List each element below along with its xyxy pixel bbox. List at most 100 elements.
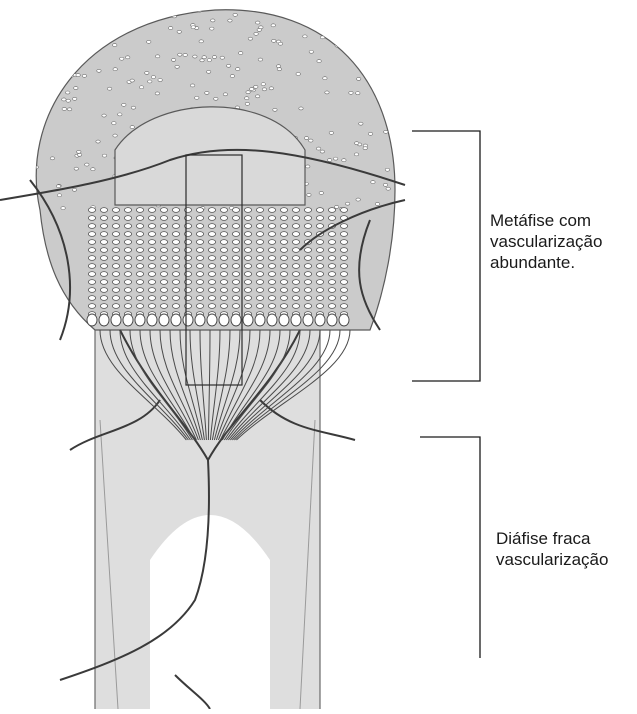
growth-plate-cell — [208, 248, 215, 253]
growth-plate-cell — [328, 288, 335, 293]
growth-plate-cell — [304, 264, 311, 269]
chondrocyte — [354, 153, 358, 156]
growth-plate-cell — [256, 272, 263, 277]
growth-plate-cell — [244, 280, 251, 285]
growth-plate-cell — [292, 304, 299, 309]
growth-plate-cell — [160, 240, 167, 245]
growth-plate-cell — [316, 216, 323, 221]
growth-plate-cell — [316, 264, 323, 269]
chondrocyte — [334, 205, 338, 208]
growth-plate-cell — [124, 208, 131, 213]
chondrocyte — [59, 41, 63, 44]
chondrocyte — [66, 99, 70, 102]
growth-plate-cell — [208, 272, 215, 277]
chondrocyte — [257, 28, 261, 31]
growth-plate-cell — [304, 272, 311, 277]
growth-plate-cell — [340, 240, 347, 245]
growth-plate-cell — [124, 256, 131, 261]
growth-plate-cell — [268, 280, 275, 285]
chondrocyte — [372, 54, 376, 57]
growth-plate-cell — [340, 232, 347, 237]
growth-plate-cell — [208, 232, 215, 237]
growth-plate-cell — [304, 224, 311, 229]
chondrocyte — [126, 56, 130, 59]
growth-plate-cell — [244, 256, 251, 261]
growth-plate-cell — [292, 272, 299, 277]
chondrocyte — [345, 202, 349, 205]
growth-plate-cell — [256, 288, 263, 293]
metaphysis-label-line-1: Metáfise com — [490, 210, 602, 231]
growth-plate-cell — [244, 216, 251, 221]
growth-plate-cell — [148, 296, 155, 301]
chondrocyte — [72, 97, 76, 100]
chondrocyte — [254, 32, 258, 35]
growth-plate-cell — [208, 280, 215, 285]
growth-plate-cell — [172, 264, 179, 269]
growth-plate-cell — [244, 264, 251, 269]
chondrocyte — [333, 157, 337, 160]
growth-plate-cell — [88, 248, 95, 253]
growth-plate-cell — [196, 224, 203, 229]
hypertrophic-cell — [303, 314, 313, 326]
growth-plate-cell — [88, 280, 95, 285]
growth-plate-cell — [112, 216, 119, 221]
chondrocyte — [60, 37, 64, 40]
chondrocyte — [356, 198, 360, 201]
chondrocyte — [207, 59, 211, 62]
chondrocyte — [122, 103, 126, 106]
growth-plate-cell — [136, 288, 143, 293]
growth-plate-cell — [232, 248, 239, 253]
chondrocyte — [303, 35, 307, 38]
chondrocyte — [379, 69, 383, 72]
chondrocyte — [66, 91, 70, 94]
growth-plate-cell — [340, 248, 347, 253]
growth-plate-cell — [88, 296, 95, 301]
chondrocyte — [256, 21, 260, 24]
growth-plate-cell — [124, 216, 131, 221]
growth-plate-cell — [112, 240, 119, 245]
chondrocyte — [273, 108, 277, 111]
hypertrophic-cell — [207, 314, 217, 326]
growth-plate-cell — [268, 208, 275, 213]
growth-plate-cell — [148, 304, 155, 309]
growth-plate-cell — [148, 264, 155, 269]
growth-plate-cell — [340, 296, 347, 301]
growth-plate-cell — [88, 240, 95, 245]
growth-plate-cell — [232, 288, 239, 293]
chondrocyte — [258, 58, 262, 61]
chondrocyte — [368, 132, 372, 135]
growth-plate-cell — [172, 256, 179, 261]
growth-plate-cell — [220, 240, 227, 245]
chondrocyte — [47, 82, 51, 85]
growth-plate-cell — [196, 288, 203, 293]
growth-plate-cell — [328, 264, 335, 269]
chondrocyte — [62, 98, 66, 101]
growth-plate-cell — [232, 216, 239, 221]
chondrocyte — [147, 40, 151, 43]
growth-plate-cell — [316, 272, 323, 277]
chondrocyte — [52, 80, 56, 83]
chondrocyte — [77, 11, 81, 14]
chondrocyte — [33, 58, 37, 61]
chondrocyte — [230, 75, 234, 78]
growth-plate-cell — [220, 280, 227, 285]
chondrocyte — [371, 181, 375, 184]
growth-plate-cell — [220, 296, 227, 301]
growth-plate-cell — [220, 264, 227, 269]
chondrocyte — [96, 140, 100, 143]
chondrocyte — [57, 194, 61, 197]
chondrocyte — [82, 74, 86, 77]
growth-plate-cell — [88, 264, 95, 269]
chondrocyte — [145, 71, 149, 74]
chondrocyte — [236, 68, 240, 71]
growth-plate-cell — [172, 248, 179, 253]
growth-plate-cell — [172, 272, 179, 277]
hypertrophic-cell — [315, 314, 325, 326]
chondrocyte — [233, 13, 237, 16]
chondrocyte — [199, 40, 203, 43]
growth-plate-cell — [328, 208, 335, 213]
growth-plate-cell — [244, 208, 251, 213]
hypertrophic-cell — [135, 314, 145, 326]
growth-plate-cell — [256, 304, 263, 309]
